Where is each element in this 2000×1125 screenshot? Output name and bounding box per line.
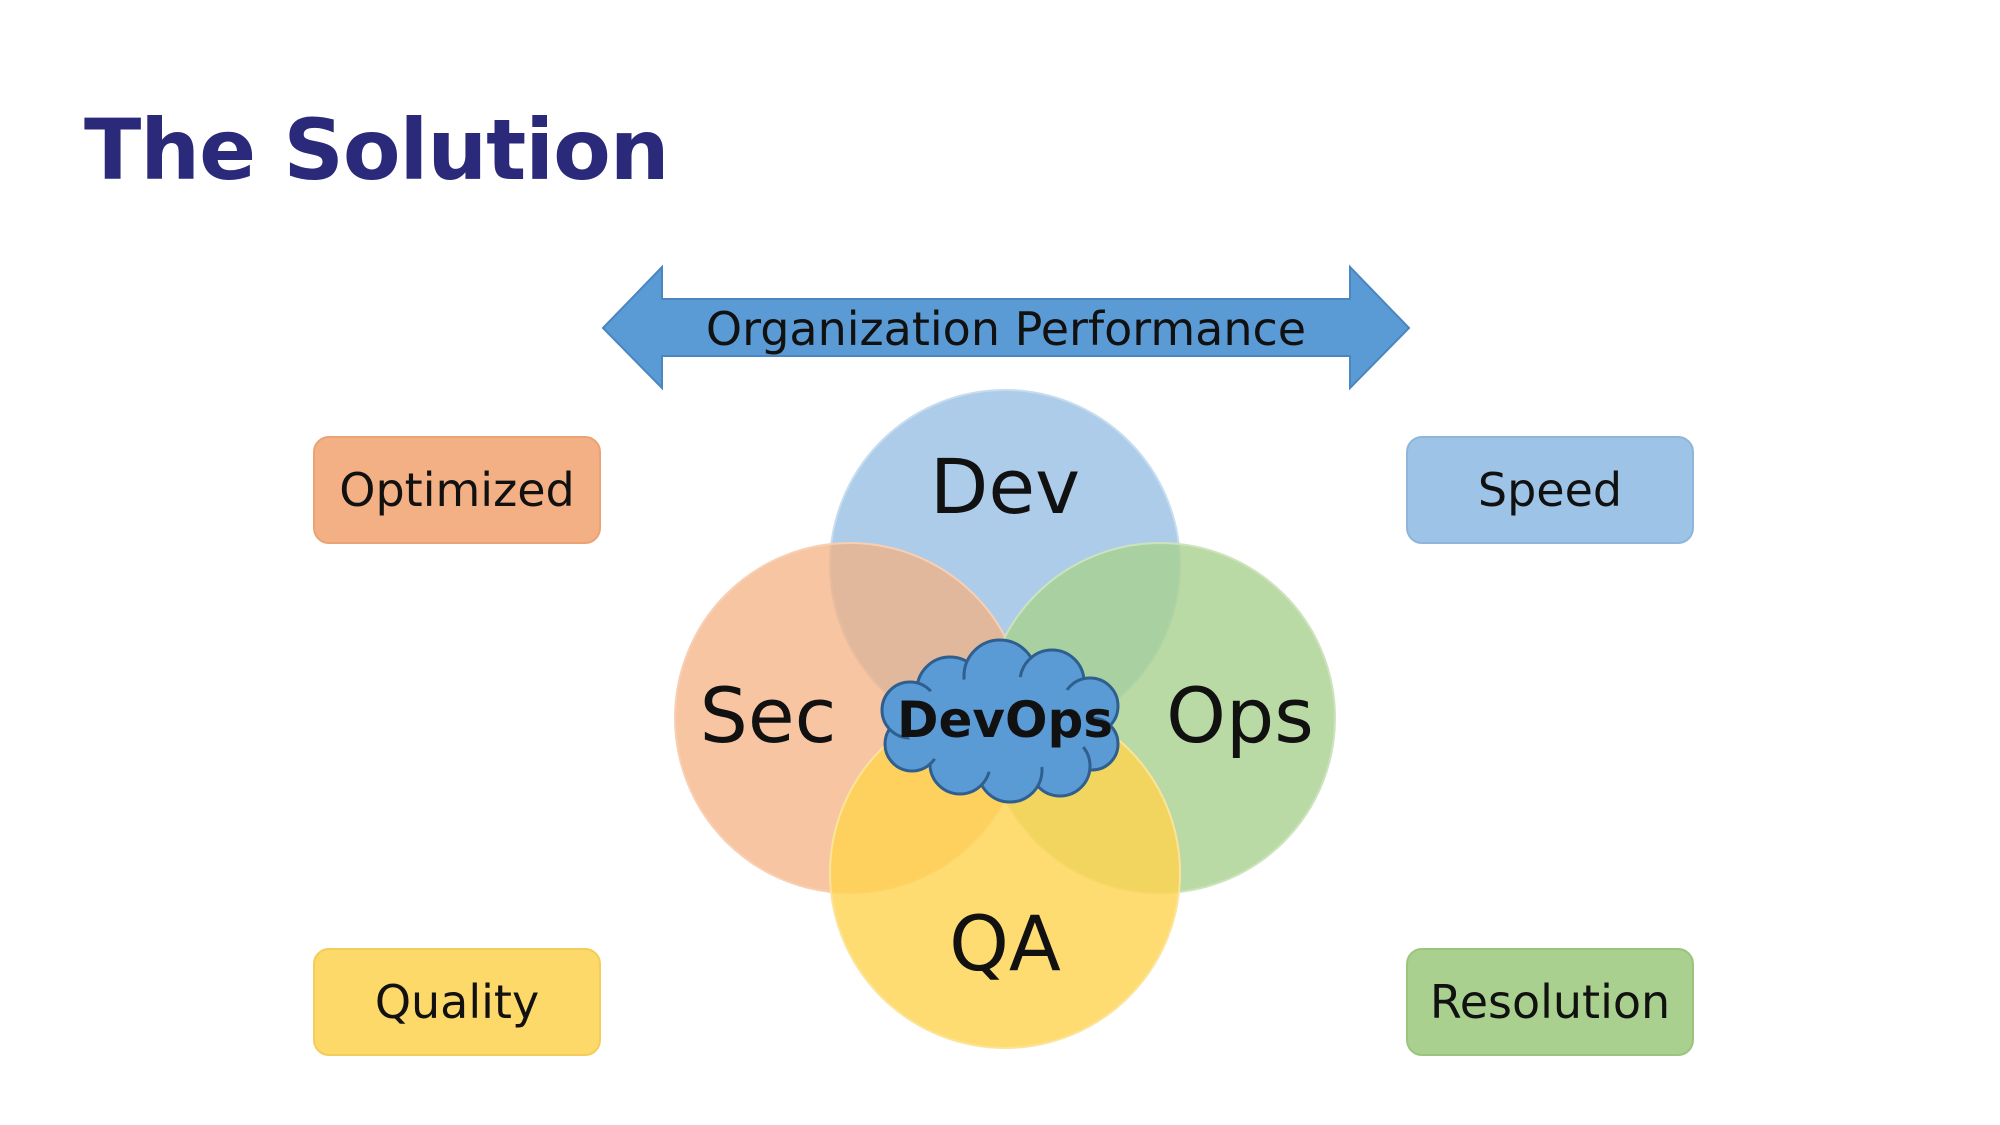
organization-performance-arrow [601, 264, 1411, 391]
devops-cloud-icon [880, 638, 1120, 804]
tag-quality: Quality [313, 948, 601, 1056]
tag-optimized-label: Optimized [339, 463, 575, 517]
devops-label: DevOps [897, 691, 1113, 749]
circle-dev-label: Dev [930, 442, 1080, 531]
tag-speed-label: Speed [1477, 463, 1623, 517]
page-title: The Solution [84, 101, 670, 199]
tag-quality-label: Quality [374, 975, 540, 1029]
tag-resolution-label: Resolution [1429, 975, 1671, 1029]
circle-ops-label: Ops [1166, 671, 1314, 760]
circle-sec-label: Sec [700, 671, 837, 760]
tag-resolution: Resolution [1406, 948, 1694, 1056]
circle-qa-label: QA [949, 899, 1061, 988]
arrow-label: Organization Performance [706, 302, 1306, 356]
venn-circles [674, 389, 1336, 1049]
tag-optimized: Optimized [313, 436, 601, 544]
tag-speed: Speed [1406, 436, 1694, 544]
